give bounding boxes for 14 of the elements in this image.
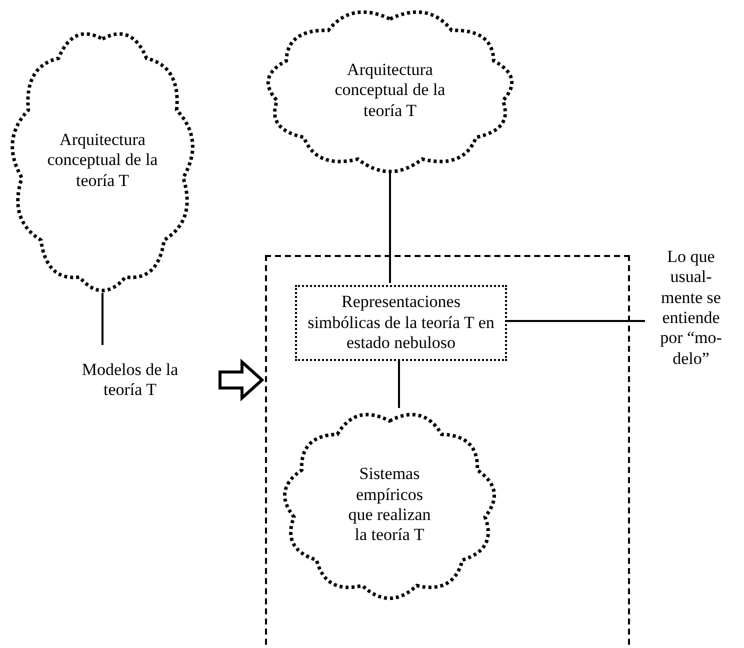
connector-line bbox=[505, 320, 645, 322]
connector-line bbox=[102, 293, 104, 345]
connector-line bbox=[389, 173, 391, 283]
connector-line bbox=[398, 359, 400, 408]
block-arrow bbox=[218, 358, 264, 402]
node-label: Arquitectura conceptual de la teoría T bbox=[334, 60, 446, 122]
node-label: Modelos de la teoría T bbox=[80, 360, 180, 400]
dotted-box bbox=[295, 285, 507, 361]
node-label: Sistemas empíricos que realizan la teoría T bbox=[347, 464, 432, 546]
node-label: Lo que usual- mente se entiende por “mo- delo” bbox=[659, 246, 723, 370]
node-label: Representaciones simbólicas de la teoría T en estado nebuloso bbox=[306, 292, 496, 354]
cloud-shape bbox=[282, 410, 497, 600]
cloud-shape bbox=[265, 8, 515, 173]
node-label: Arquitectura conceptual de la teoría T bbox=[46, 130, 159, 192]
